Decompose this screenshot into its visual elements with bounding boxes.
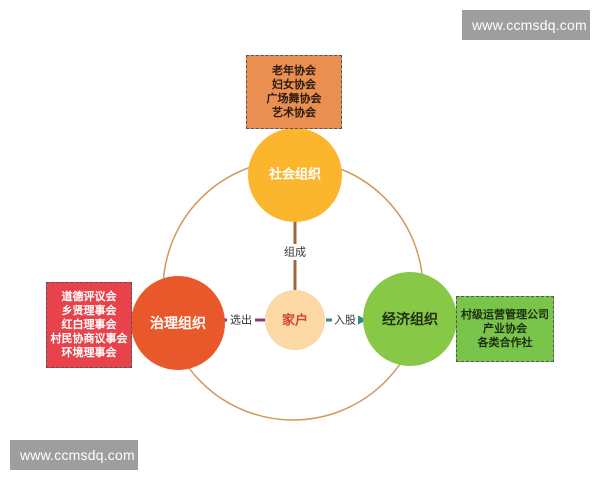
- governance-org-item: 乡贤理事会: [61, 304, 117, 317]
- social-org-list-box: 老年协会 妇女协会 广场舞协会 艺术协会: [246, 55, 342, 129]
- social-org-item: 艺术协会: [272, 106, 316, 119]
- node-economic-label: 经济组织: [382, 311, 438, 328]
- governance-org-item: 村民协商议事会: [50, 332, 128, 345]
- node-economic: [363, 272, 457, 366]
- social-org-item: 老年协会: [272, 64, 316, 77]
- node-center-label: 家户: [282, 313, 308, 329]
- social-org-item: 广场舞协会: [266, 92, 322, 105]
- governance-org-item: 环境理事会: [61, 346, 117, 359]
- edge-label-governance-bg: [227, 312, 255, 328]
- watermark-top: www.ccmsdq.com: [462, 10, 590, 40]
- edge-label-social: 组成: [284, 245, 306, 259]
- economic-org-item: 村级运营管理公司: [461, 308, 549, 321]
- watermark-bottom: www.ccmsdq.com: [10, 440, 138, 470]
- node-social-label: 社会组织: [268, 167, 321, 183]
- edge-label-governance: 选出: [230, 313, 252, 327]
- edge-label-economic: 入股: [334, 314, 356, 327]
- node-governance: [131, 276, 225, 370]
- economic-org-item: 产业协会: [483, 322, 527, 335]
- edge-label-social-bg: [283, 244, 307, 260]
- governance-org-list-box: 道德评议会 乡贤理事会 红白理事会 村民协商议事会 环境理事会: [46, 282, 132, 368]
- node-social: [248, 128, 342, 222]
- edge-label-economic-bg: [332, 312, 358, 328]
- node-center: [265, 290, 325, 350]
- economic-org-item: 各类合作社: [477, 336, 533, 349]
- governance-org-item: 道德评议会: [61, 290, 117, 303]
- node-governance-label: 治理组织: [150, 315, 206, 332]
- economic-org-list-box: 村级运营管理公司 产业协会 各类合作社: [456, 296, 554, 362]
- governance-org-item: 红白理事会: [61, 318, 117, 331]
- social-org-item: 妇女协会: [272, 78, 316, 91]
